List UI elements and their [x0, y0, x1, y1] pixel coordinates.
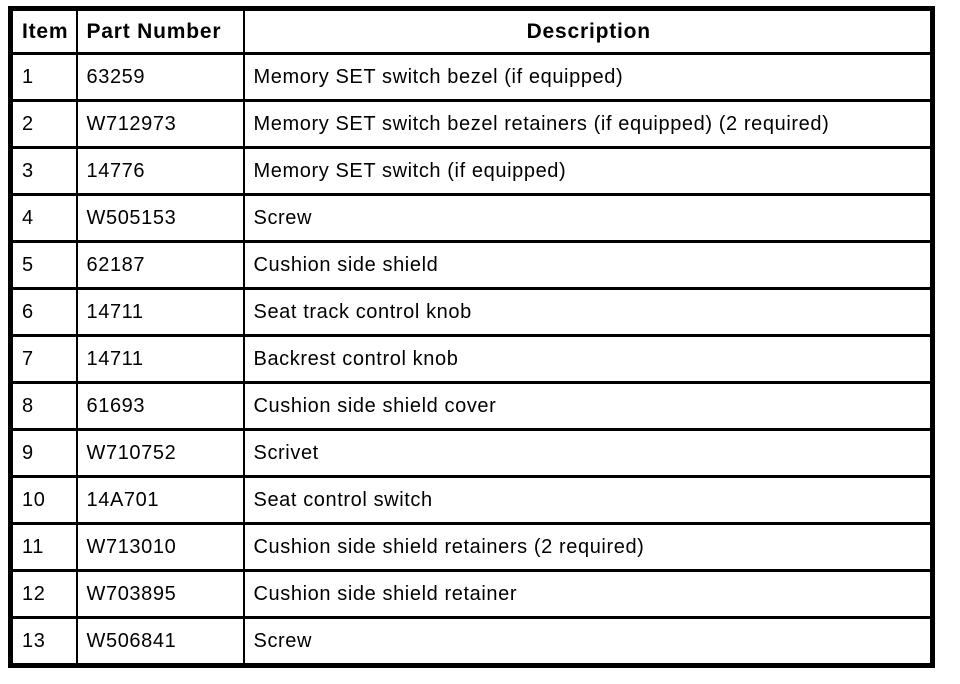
description-cell: Cushion side shield: [242, 240, 934, 290]
item-cell: 12: [9, 569, 78, 619]
table-row: 8 61693 Cushion side shield cover: [9, 381, 934, 431]
column-header-part-number: Part Number: [75, 7, 245, 55]
table-row: 6 14711 Seat track control knob: [9, 287, 934, 337]
part-number-cell: 14711: [75, 334, 245, 384]
part-number-cell: W713010: [75, 522, 245, 572]
item-cell: 2: [9, 99, 78, 149]
part-number-cell: W506841: [75, 616, 245, 667]
table-row: 12 W703895 Cushion side shield retainer: [9, 569, 934, 619]
table-row: 3 14776 Memory SET switch (if equipped): [9, 146, 934, 196]
part-number-cell: 61693: [75, 381, 245, 431]
part-number-cell: W710752: [75, 428, 245, 478]
table-row: 7 14711 Backrest control knob: [9, 334, 934, 384]
column-header-item: Item: [9, 7, 78, 55]
table-row: 9 W710752 Scrivet: [9, 428, 934, 478]
part-number-cell: W505153: [75, 193, 245, 243]
table-row: 4 W505153 Screw: [9, 193, 934, 243]
item-cell: 7: [9, 334, 78, 384]
table-row: 1 63259 Memory SET switch bezel (if equi…: [9, 52, 934, 102]
table-row: 5 62187 Cushion side shield: [9, 240, 934, 290]
column-header-description: Description: [242, 7, 934, 55]
part-number-cell: 14776: [75, 146, 245, 196]
description-cell: Screw: [242, 193, 934, 243]
part-number-cell: W712973: [75, 99, 245, 149]
item-cell: 13: [9, 616, 78, 667]
description-cell: Seat track control knob: [242, 287, 934, 337]
item-cell: 9: [9, 428, 78, 478]
item-cell: 3: [9, 146, 78, 196]
part-number-cell: 62187: [75, 240, 245, 290]
description-cell: Memory SET switch bezel retainers (if eq…: [242, 99, 934, 149]
part-number-cell: 14A701: [75, 475, 245, 525]
item-cell: 4: [9, 193, 78, 243]
description-cell: Cushion side shield retainers (2 require…: [242, 522, 934, 572]
item-cell: 1: [9, 52, 78, 102]
table-row: 2 W712973 Memory SET switch bezel retain…: [9, 99, 934, 149]
table-row: 11 W713010 Cushion side shield retainers…: [9, 522, 934, 572]
description-cell: Cushion side shield cover: [242, 381, 934, 431]
parts-table-container: Item Part Number Description 1 63259 Mem…: [8, 6, 935, 668]
table-row: 10 14A701 Seat control switch: [9, 475, 934, 525]
description-cell: Backrest control knob: [242, 334, 934, 384]
description-cell: Memory SET switch (if equipped): [242, 146, 934, 196]
item-cell: 6: [9, 287, 78, 337]
parts-table: Item Part Number Description 1 63259 Mem…: [8, 6, 935, 668]
part-number-cell: W703895: [75, 569, 245, 619]
item-cell: 5: [9, 240, 78, 290]
description-cell: Cushion side shield retainer: [242, 569, 934, 619]
header-row: Item Part Number Description: [9, 7, 934, 55]
description-cell: Seat control switch: [242, 475, 934, 525]
description-cell: Memory SET switch bezel (if equipped): [242, 52, 934, 102]
table-row: 13 W506841 Screw: [9, 616, 934, 667]
item-cell: 11: [9, 522, 78, 572]
item-cell: 10: [9, 475, 78, 525]
description-cell: Scrivet: [242, 428, 934, 478]
item-cell: 8: [9, 381, 78, 431]
part-number-cell: 14711: [75, 287, 245, 337]
part-number-cell: 63259: [75, 52, 245, 102]
description-cell: Screw: [242, 616, 934, 667]
